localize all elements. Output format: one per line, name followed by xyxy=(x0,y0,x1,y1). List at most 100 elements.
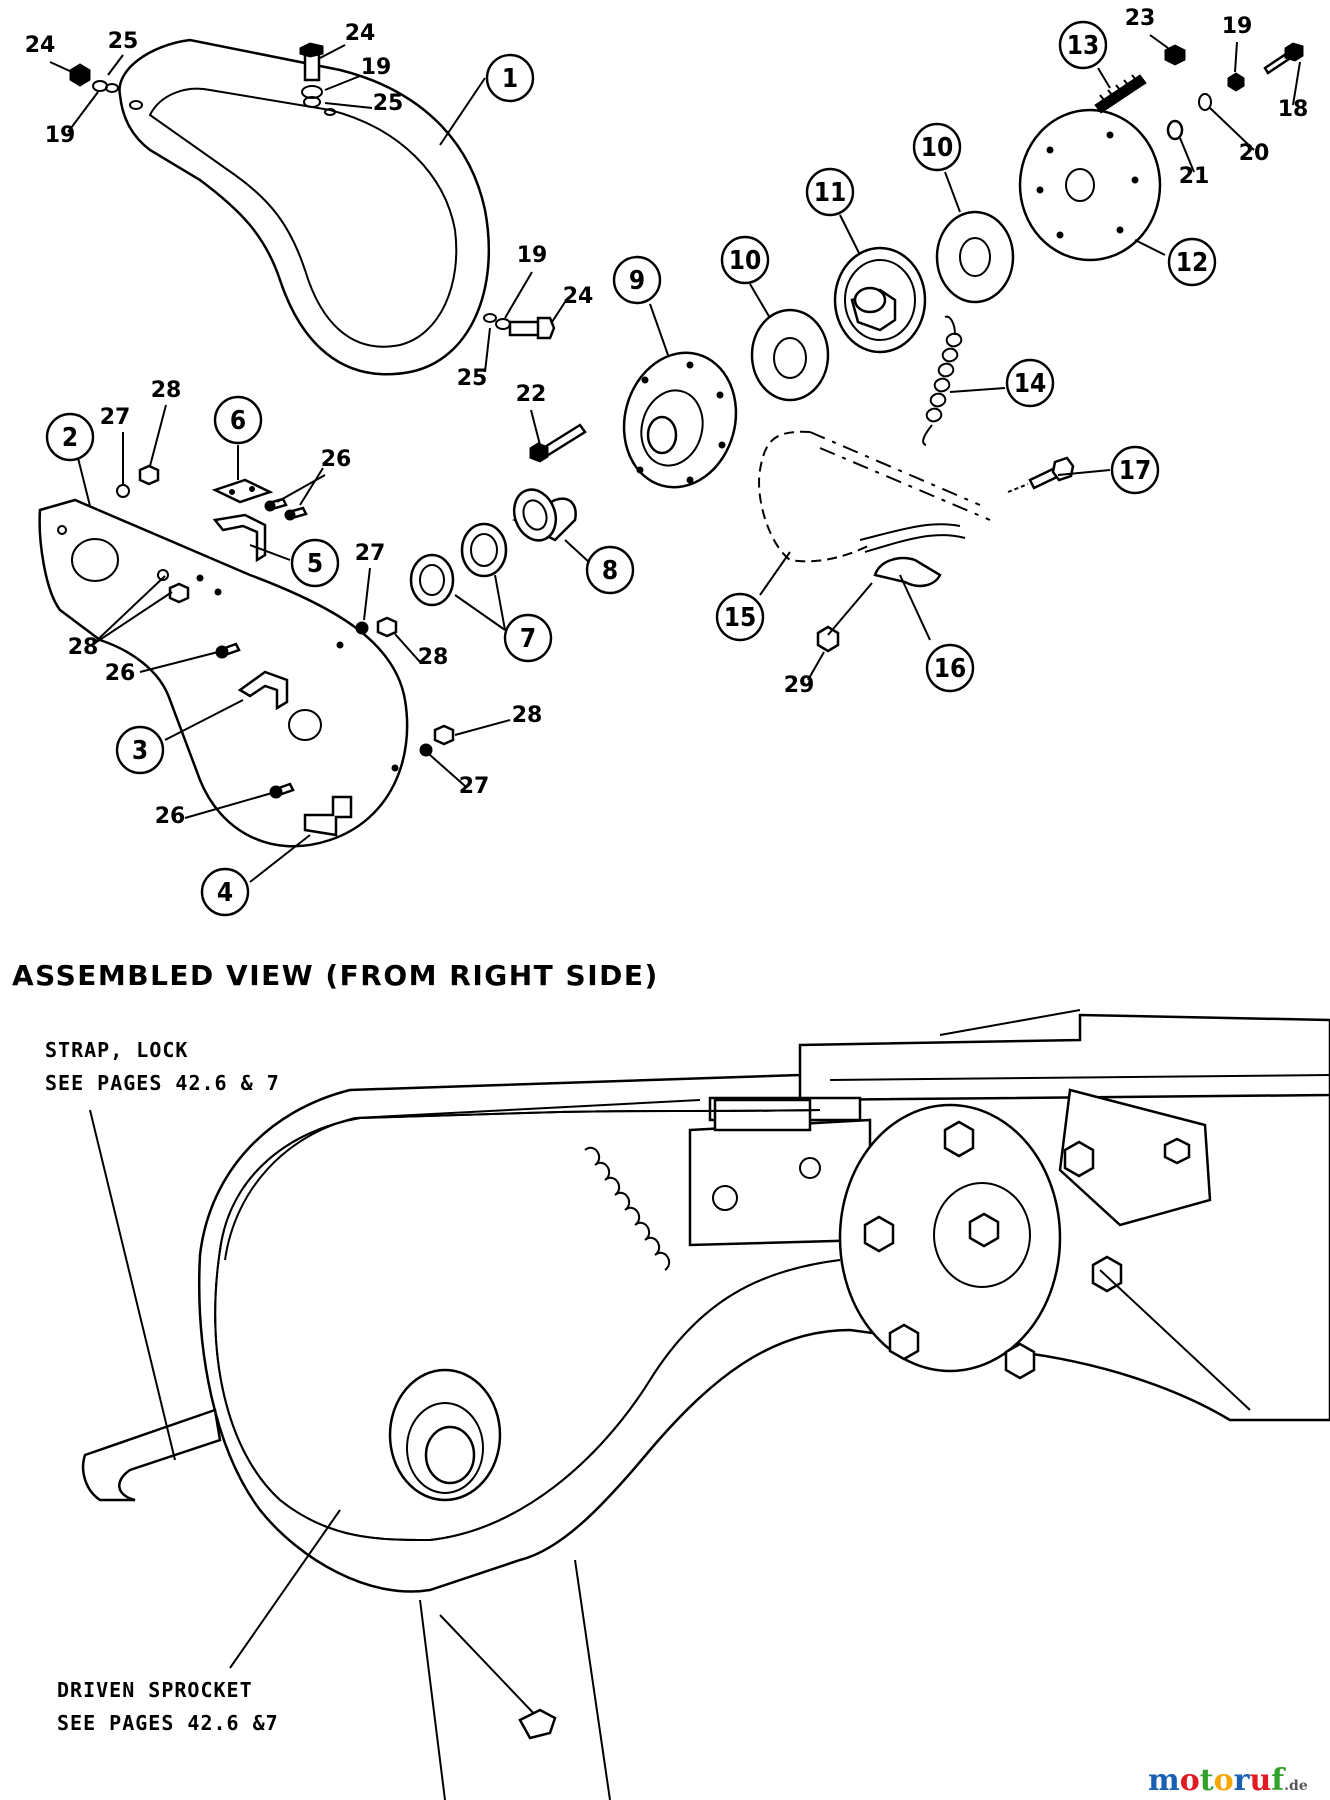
callout-number: 14 xyxy=(1014,369,1047,399)
callout-1: 1 xyxy=(485,53,535,103)
part-number-22: 22 xyxy=(516,382,547,407)
bracket-4 xyxy=(303,795,353,837)
callout-number: 1 xyxy=(502,64,518,94)
callout-5: 5 xyxy=(290,538,340,588)
thrust-washers xyxy=(409,522,508,607)
bolt-22 xyxy=(529,423,587,463)
callout-number: 17 xyxy=(1119,456,1152,486)
part-number-27: 27 xyxy=(100,405,131,430)
driven-sprocket-note-line1: DRIVEN SPROCKET xyxy=(57,1678,253,1702)
callout-2: 2 xyxy=(45,412,95,462)
watermark-suffix: .de xyxy=(1284,1778,1308,1794)
part-number-19: 19 xyxy=(1222,14,1253,39)
part-number-24: 24 xyxy=(25,33,56,58)
spacer-10a xyxy=(750,308,830,402)
watermark-letter: t xyxy=(1200,1763,1214,1798)
plate-fasteners xyxy=(116,464,455,799)
part-number-29: 29 xyxy=(784,673,815,698)
small-hardware-18-23 xyxy=(1164,42,1304,141)
nut-29 xyxy=(816,625,840,653)
part-number-23: 23 xyxy=(1125,6,1156,31)
chain-case-plate xyxy=(38,498,409,848)
part-number-19: 19 xyxy=(45,123,76,148)
callout-number: 4 xyxy=(217,878,233,908)
stud-13 xyxy=(1094,74,1147,114)
part-number-25: 25 xyxy=(108,29,139,54)
bracket-5 xyxy=(212,513,267,563)
cover-fasteners xyxy=(69,42,556,340)
part-number-27: 27 xyxy=(355,541,386,566)
callout-6: 6 xyxy=(213,395,263,445)
callout-number: 10 xyxy=(729,246,762,276)
tension-spring xyxy=(922,315,963,446)
part-number-26: 26 xyxy=(155,804,186,829)
part-number-25: 25 xyxy=(373,91,404,116)
part-number-28: 28 xyxy=(512,703,543,728)
watermark-letter: f xyxy=(1271,1763,1286,1798)
callout-7: 7 xyxy=(503,613,553,663)
idler-pulley xyxy=(833,246,927,354)
callout-number: 6 xyxy=(230,406,246,436)
watermark-letter: r xyxy=(1234,1763,1251,1798)
callout-12: 12 xyxy=(1167,237,1217,287)
chain-guard-cover xyxy=(118,38,490,376)
callout-15: 15 xyxy=(715,592,765,642)
part-number-21: 21 xyxy=(1179,164,1210,189)
part-number-19: 19 xyxy=(361,55,392,80)
assembled-chain-case xyxy=(81,1009,1330,1800)
part-number-24: 24 xyxy=(563,284,594,309)
callout-number: 2 xyxy=(62,423,78,453)
driven-sprocket-note-line2: SEE PAGES 42.6 &7 xyxy=(57,1711,279,1735)
callout-number: 8 xyxy=(602,556,618,586)
part-number-27: 27 xyxy=(459,774,490,799)
callout-11: 11 xyxy=(805,167,855,217)
part-number-28: 28 xyxy=(418,645,449,670)
part-number-26: 26 xyxy=(321,447,352,472)
chain-guide xyxy=(873,556,942,588)
callout-number: 3 xyxy=(132,736,148,766)
callout-number: 12 xyxy=(1176,248,1209,278)
callout-17: 17 xyxy=(1110,445,1160,495)
callout-number: 16 xyxy=(934,654,967,684)
spacer-10b xyxy=(935,210,1015,304)
callout-number: 9 xyxy=(629,266,645,296)
part-number-20: 20 xyxy=(1239,141,1270,166)
bracket-6 xyxy=(211,478,274,504)
callout-number: 7 xyxy=(520,624,536,654)
part-number-19: 19 xyxy=(517,243,548,268)
callout-number: 15 xyxy=(724,603,757,633)
callout-8: 8 xyxy=(585,545,635,595)
spacer-sleeve xyxy=(512,488,577,542)
part-number-24: 24 xyxy=(345,21,376,46)
callout-number: 11 xyxy=(814,178,847,208)
bracket-3 xyxy=(237,670,289,711)
callout-9: 9 xyxy=(612,255,662,305)
drive-chain-exploded xyxy=(758,430,991,563)
watermark-letter: o xyxy=(1180,1763,1200,1798)
part-number-25: 25 xyxy=(457,366,488,391)
part-number-18: 18 xyxy=(1278,97,1309,122)
watermark-letter: u xyxy=(1249,1763,1271,1798)
watermark-letter: o xyxy=(1214,1763,1234,1798)
idler-mount-plate xyxy=(1018,108,1162,262)
callout-16: 16 xyxy=(925,643,975,693)
part-number-28: 28 xyxy=(68,635,99,660)
callout-13: 13 xyxy=(1058,20,1108,70)
assembled-view-heading: ASSEMBLED VIEW (FROM RIGHT SIDE) xyxy=(12,959,659,992)
watermark-letter: m xyxy=(1148,1763,1180,1798)
callout-10: 10 xyxy=(720,235,770,285)
motoruf-watermark: motoruf.de xyxy=(1148,1763,1308,1798)
callout-3: 3 xyxy=(115,725,165,775)
strap-lock-note-line2: SEE PAGES 42.6 & 7 xyxy=(45,1071,280,1095)
callout-10: 10 xyxy=(912,122,962,172)
callout-4: 4 xyxy=(200,867,250,917)
callout-14: 14 xyxy=(1005,358,1055,408)
callout-number: 10 xyxy=(921,133,954,163)
callout-number: 13 xyxy=(1067,31,1100,61)
part-number-26: 26 xyxy=(105,661,136,686)
part-number-28: 28 xyxy=(151,378,182,403)
callout-number: 5 xyxy=(307,549,323,579)
